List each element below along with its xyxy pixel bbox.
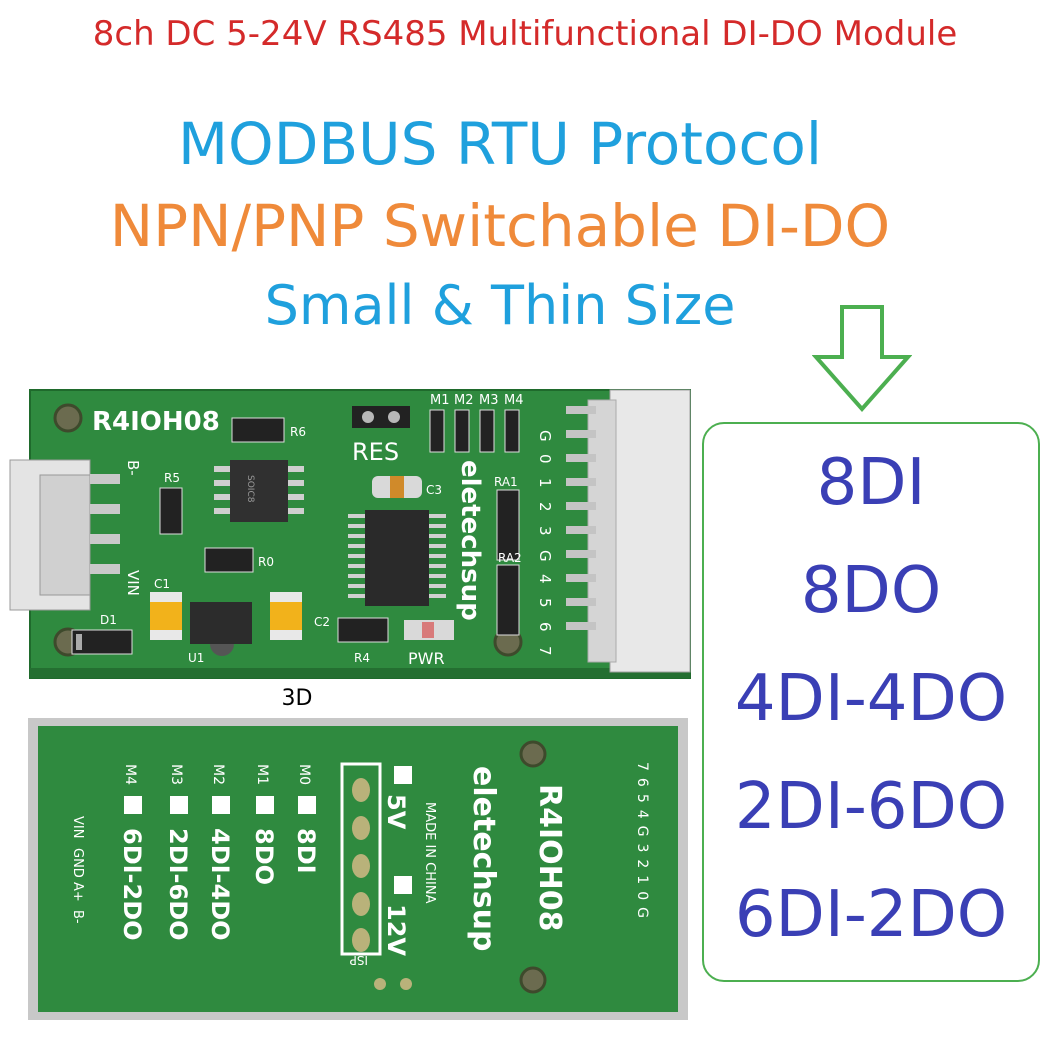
mode-item: 2DI-6DO bbox=[734, 770, 1008, 844]
ref-label: C2 bbox=[314, 615, 330, 629]
pin-label-b: B- bbox=[124, 460, 142, 476]
mode-label: 4DI-4DO bbox=[206, 828, 234, 941]
voltage-12v-label: 12V bbox=[382, 904, 410, 956]
pcb-model-label: R4IOH08 bbox=[532, 784, 567, 932]
pcb-bottom-view: R4IOH08 eletechsup MADE IN CHINA ISP 5V … bbox=[28, 718, 688, 1020]
pin-label: 4 bbox=[536, 574, 554, 584]
headline-protocol: MODBUS RTU Protocol bbox=[178, 110, 822, 178]
pin-label: 5 bbox=[536, 598, 554, 608]
ref-label: R5 bbox=[164, 471, 180, 485]
voltage-5v-label: 5V bbox=[382, 794, 410, 830]
pin-row-label: 7654G3210G bbox=[634, 762, 650, 925]
brand-label: eletechsup bbox=[455, 460, 485, 621]
made-in-label: MADE IN CHINA bbox=[422, 802, 437, 904]
pin-label-vin: VIN bbox=[124, 570, 142, 596]
pin-label: 0 bbox=[536, 454, 554, 464]
ref-label: C3 bbox=[426, 483, 442, 497]
mode-label: 6DI-2DO bbox=[118, 828, 146, 941]
isp-label: ISP bbox=[350, 953, 368, 967]
pin-label: 2 bbox=[536, 502, 554, 512]
jumper-label: M4 bbox=[122, 764, 138, 785]
brand-label: eletechsup bbox=[466, 766, 501, 952]
jumper-label: M1 bbox=[254, 764, 270, 785]
ref-label: R6 bbox=[290, 425, 306, 439]
power-pin-label: VIN bbox=[70, 816, 85, 838]
mode-label: 2DI-6DO bbox=[164, 828, 192, 941]
power-pin-label: GND bbox=[70, 848, 85, 878]
pcb-top-view: R4IOH08 RES PWR M1 M2 M3 M4 eletechsup G… bbox=[9, 389, 691, 679]
headline-switchable: NPN/PNP Switchable DI-DO bbox=[109, 192, 891, 260]
chip-marking: SOIC8 bbox=[245, 475, 255, 503]
ref-label: RA2 bbox=[498, 551, 522, 565]
pcb-model-label: R4IOH08 bbox=[92, 407, 220, 437]
page-title: 8ch DC 5-24V RS485 Multifunctional DI-DO… bbox=[92, 14, 958, 54]
pin-label: 6 bbox=[536, 622, 554, 632]
power-pin-label: B- bbox=[70, 910, 85, 924]
ref-label: R0 bbox=[258, 555, 274, 569]
jumper-label: M2 bbox=[454, 393, 474, 408]
jumper-label: M2 bbox=[210, 764, 226, 785]
jumper-label: M4 bbox=[504, 393, 524, 408]
view-label: 3D bbox=[281, 686, 313, 711]
mode-item: 4DI-4DO bbox=[734, 662, 1008, 736]
jumper-label: M3 bbox=[168, 764, 184, 785]
jumper-label: M1 bbox=[430, 393, 450, 408]
down-arrow-icon bbox=[812, 305, 912, 413]
mode-label: 8DO bbox=[250, 828, 278, 885]
ref-label: D1 bbox=[100, 613, 117, 627]
mode-item: 8DO bbox=[800, 554, 942, 628]
pwr-label: PWR bbox=[408, 649, 445, 668]
mode-label: 8DI bbox=[292, 828, 320, 874]
headline-size: Small & Thin Size bbox=[264, 274, 736, 337]
ref-label: RA1 bbox=[494, 475, 518, 489]
jumper-label: M0 bbox=[296, 764, 312, 785]
ref-label: U1 bbox=[188, 651, 204, 665]
pin-label: G bbox=[536, 550, 554, 562]
mode-list-box: 8DI 8DO 4DI-4DO 2DI-6DO 6DI-2DO bbox=[702, 422, 1040, 982]
ref-label: R4 bbox=[354, 651, 370, 665]
jumper-label: M3 bbox=[479, 393, 499, 408]
pin-label: 7 bbox=[536, 646, 554, 656]
ref-label: C1 bbox=[154, 577, 170, 591]
mode-item: 6DI-2DO bbox=[734, 878, 1008, 952]
pin-label: G bbox=[536, 430, 554, 442]
pin-label: 1 bbox=[536, 478, 554, 488]
mode-item: 8DI bbox=[816, 446, 926, 520]
power-pin-label: A+ bbox=[70, 882, 85, 902]
pin-label: 3 bbox=[536, 526, 554, 536]
res-label: RES bbox=[352, 438, 399, 466]
